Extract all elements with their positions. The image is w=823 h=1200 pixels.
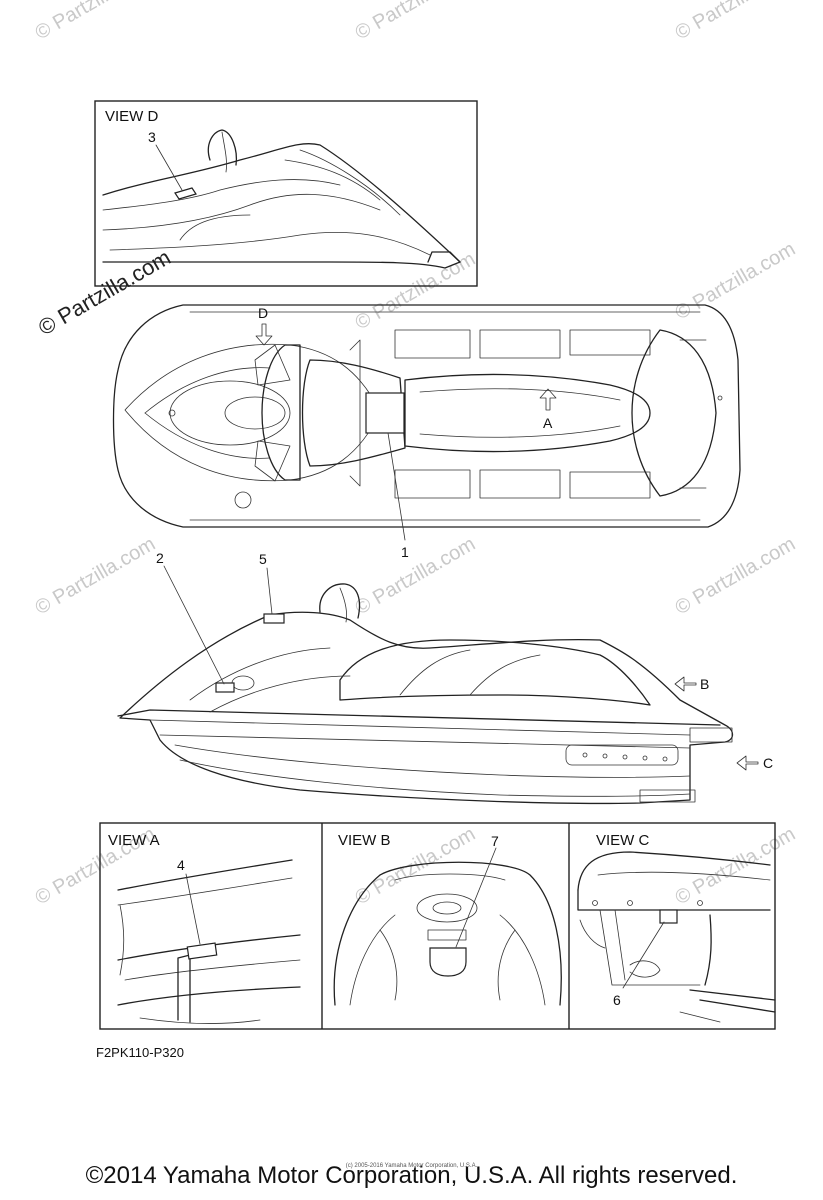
label-6-marker xyxy=(659,909,678,924)
view-a-title: VIEW A xyxy=(108,832,160,849)
arrow-c-icon xyxy=(736,755,759,771)
view-a-drawing xyxy=(117,859,301,1024)
copyright-footer: ©2014 Yamaha Motor Corporation, U.S.A. A… xyxy=(85,1162,738,1189)
watermark: © Partzilla.com xyxy=(32,533,160,619)
view-c-title: VIEW C xyxy=(596,832,650,849)
watermark: © Partzilla.com xyxy=(672,533,800,619)
label-7-marker xyxy=(429,947,467,977)
arrow-b-icon xyxy=(674,676,697,692)
leader-line-2 xyxy=(163,565,225,685)
callout-7: 7 xyxy=(491,833,499,849)
arrow-label-b: B xyxy=(700,676,709,692)
label-1-marker xyxy=(365,392,405,434)
label-4-marker xyxy=(186,942,218,960)
watermark: © Partzilla.com xyxy=(32,0,160,44)
leader-line-1 xyxy=(387,432,406,541)
bottom-views-frame xyxy=(99,822,776,1030)
diagram-code: F2PK110-P320 xyxy=(96,1045,184,1060)
arrow-label-c: C xyxy=(763,755,773,771)
arrow-label-d: D xyxy=(258,305,268,321)
watermark: © Partzilla.com xyxy=(672,0,800,44)
leader-line-6 xyxy=(622,921,665,989)
callout-6: 6 xyxy=(613,992,621,1008)
watermark: © Partzilla.com xyxy=(672,238,800,324)
watermark: © Partzilla.com xyxy=(672,823,800,909)
view-b-drawing xyxy=(333,861,562,1006)
watermark: © Partzilla.com xyxy=(352,533,480,619)
view-d-title: VIEW D xyxy=(105,108,159,125)
callout-3: 3 xyxy=(148,129,156,145)
view-d-frame xyxy=(94,100,478,287)
leader-line-3 xyxy=(155,144,183,191)
callout-5: 5 xyxy=(259,551,267,567)
top-view-drawing: D A 1 xyxy=(112,304,741,560)
watermark: © Partzilla.com xyxy=(352,0,480,44)
partzilla-watermark: © Partzilla.com xyxy=(34,245,175,341)
label-3-marker xyxy=(174,187,197,200)
leader-line-4 xyxy=(185,873,201,945)
watermark: © Partzilla.com xyxy=(352,248,480,334)
view-c-drawing xyxy=(577,851,776,1023)
arrow-label-a: A xyxy=(543,415,553,431)
callout-1: 1 xyxy=(401,544,409,560)
leader-line-5 xyxy=(266,567,273,615)
label-2-marker xyxy=(215,682,235,693)
arrow-d-icon xyxy=(255,323,273,346)
view-b-title: VIEW B xyxy=(338,832,391,849)
side-view-drawing: 2 5 B C xyxy=(117,550,773,805)
label-5-marker xyxy=(263,613,285,624)
view-d-drawing xyxy=(102,129,461,269)
leader-line-7 xyxy=(455,847,497,948)
callout-4: 4 xyxy=(177,857,185,873)
callout-2: 2 xyxy=(156,550,164,566)
copyright-small-print: (c) 2005-2016 Yamaha Motor Corporation, … xyxy=(345,1163,478,1169)
arrow-a-icon xyxy=(539,388,557,411)
watermark-layer: © Partzilla.com © Partzilla.com © Partzi… xyxy=(32,0,800,909)
bottom-views-panel: VIEW A 4 VIEW B 7 xyxy=(99,822,776,1030)
